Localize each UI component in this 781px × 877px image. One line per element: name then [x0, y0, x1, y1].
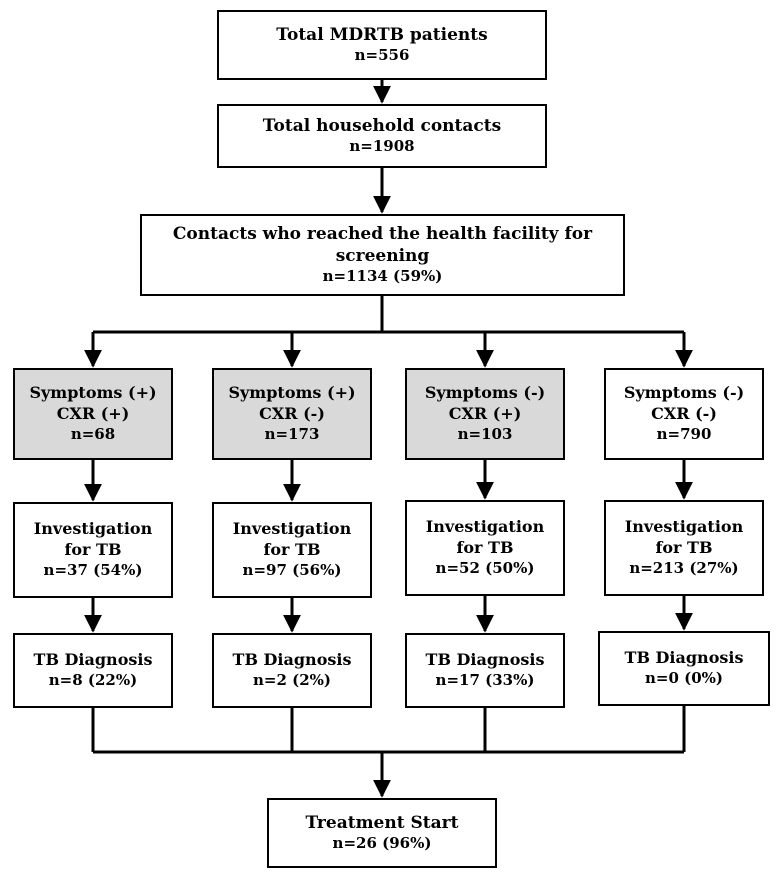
investigation-subtitle: for TB: [655, 538, 713, 558]
treatment-start-box: Treatment Start n=26 (96%): [267, 798, 497, 868]
group-n: n=103: [457, 425, 513, 444]
diagnosis-n: n=2 (2%): [252, 671, 332, 690]
group-n: n=68: [70, 425, 116, 444]
diagnosis-title: TB Diagnosis: [624, 648, 744, 668]
investigation-box-2: Investigation for TB n=97 (56%): [212, 502, 372, 598]
group-n: n=173: [264, 425, 320, 444]
investigation-box-4: Investigation for TB n=213 (27%): [604, 500, 764, 596]
group-cxr-label: CXR (-): [651, 404, 717, 424]
investigation-subtitle: for TB: [263, 540, 321, 560]
group-box-symptoms-pos-cxr-neg: Symptoms (+) CXR (-) n=173: [212, 368, 372, 460]
treatment-n: n=26 (96%): [332, 834, 432, 853]
total-patients-n: n=556: [354, 46, 410, 65]
investigation-box-3: Investigation for TB n=52 (50%): [405, 500, 565, 596]
investigation-n: n=213 (27%): [629, 559, 739, 578]
group-symptoms-label: Symptoms (+): [228, 383, 356, 403]
total-patients-box: Total MDRTB patients n=556: [217, 10, 547, 80]
diagnosis-box-3: TB Diagnosis n=17 (33%): [405, 633, 565, 708]
reached-facility-box: Contacts who reached the health facility…: [140, 214, 625, 296]
group-box-symptoms-neg-cxr-neg: Symptoms (-) CXR (-) n=790: [604, 368, 764, 460]
group-symptoms-label: Symptoms (-): [424, 383, 546, 403]
reached-facility-title: Contacts who reached the health facility…: [172, 224, 593, 267]
group-cxr-label: CXR (-): [259, 404, 325, 424]
investigation-box-1: Investigation for TB n=37 (54%): [13, 502, 173, 598]
group-cxr-label: CXR (+): [448, 404, 522, 424]
diagnosis-box-2: TB Diagnosis n=2 (2%): [212, 633, 372, 708]
reached-facility-n: n=1134 (59%): [322, 267, 443, 286]
investigation-subtitle: for TB: [64, 540, 122, 560]
investigation-title: Investigation: [232, 519, 352, 539]
total-patients-title: Total MDRTB patients: [276, 25, 488, 46]
diagnosis-n: n=8 (22%): [48, 671, 138, 690]
group-box-symptoms-pos-cxr-pos: Symptoms (+) CXR (+) n=68: [13, 368, 173, 460]
household-contacts-n: n=1908: [349, 137, 415, 156]
investigation-title: Investigation: [33, 519, 153, 539]
diagnosis-title: TB Diagnosis: [425, 650, 545, 670]
treatment-title: Treatment Start: [305, 813, 459, 834]
household-contacts-box: Total household contacts n=1908: [217, 104, 547, 168]
group-symptoms-label: Symptoms (-): [623, 383, 745, 403]
household-contacts-title: Total household contacts: [262, 116, 502, 137]
investigation-title: Investigation: [624, 517, 744, 537]
diagnosis-box-4: TB Diagnosis n=0 (0%): [598, 631, 770, 706]
investigation-n: n=37 (54%): [43, 561, 143, 580]
group-symptoms-label: Symptoms (+): [29, 383, 157, 403]
group-n: n=790: [656, 425, 712, 444]
group-box-symptoms-neg-cxr-pos: Symptoms (-) CXR (+) n=103: [405, 368, 565, 460]
investigation-title: Investigation: [425, 517, 545, 537]
diagnosis-title: TB Diagnosis: [232, 650, 352, 670]
diagnosis-n: n=17 (33%): [435, 671, 535, 690]
investigation-n: n=52 (50%): [435, 559, 535, 578]
investigation-subtitle: for TB: [456, 538, 514, 558]
group-cxr-label: CXR (+): [56, 404, 130, 424]
diagnosis-title: TB Diagnosis: [33, 650, 153, 670]
diagnosis-box-1: TB Diagnosis n=8 (22%): [13, 633, 173, 708]
investigation-n: n=97 (56%): [242, 561, 342, 580]
diagnosis-n: n=0 (0%): [644, 669, 724, 688]
